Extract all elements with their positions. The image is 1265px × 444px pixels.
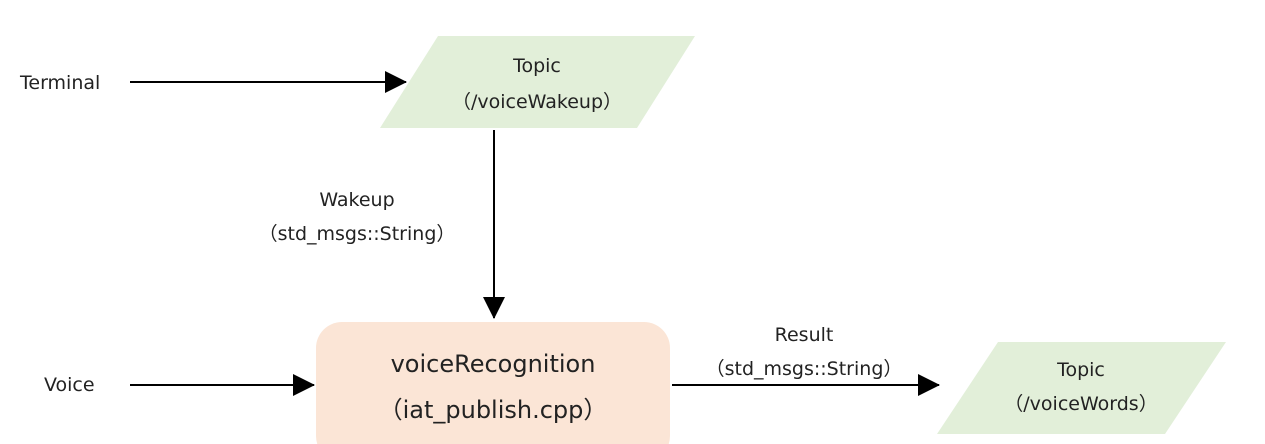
result-edge-type: （std_msgs::String）: [706, 358, 903, 380]
wakeup-edge-type: （std_msgs::String）: [259, 223, 456, 245]
voicerecognition-title: voiceRecognition: [391, 350, 596, 378]
wakeup-edge-label: Wakeup: [319, 189, 394, 211]
topic-voicewakeup-name: （/voiceWakeup）: [452, 91, 622, 113]
topic-voicewakeup-node: Topic （/voiceWakeup）: [380, 36, 695, 128]
terminal-label: Terminal: [19, 72, 100, 94]
voicerecognition-node: voiceRecognition （iat_publish.cpp）: [316, 322, 670, 444]
topic-voicewords-shape: [937, 342, 1226, 434]
result-edge-label: Result: [775, 324, 834, 346]
voice-label: Voice: [44, 374, 95, 396]
topic-voicewords-node: Topic （/voiceWords）: [937, 342, 1226, 434]
voicerecognition-shape: [316, 322, 670, 444]
topic-voicewakeup-title: Topic: [512, 55, 561, 77]
voicerecognition-source: （iat_publish.cpp）: [379, 396, 608, 424]
topic-voicewords-title: Topic: [1056, 359, 1105, 381]
topic-voicewakeup-shape: [380, 36, 695, 128]
topic-voicewords-name: （/voiceWords）: [1004, 393, 1157, 415]
